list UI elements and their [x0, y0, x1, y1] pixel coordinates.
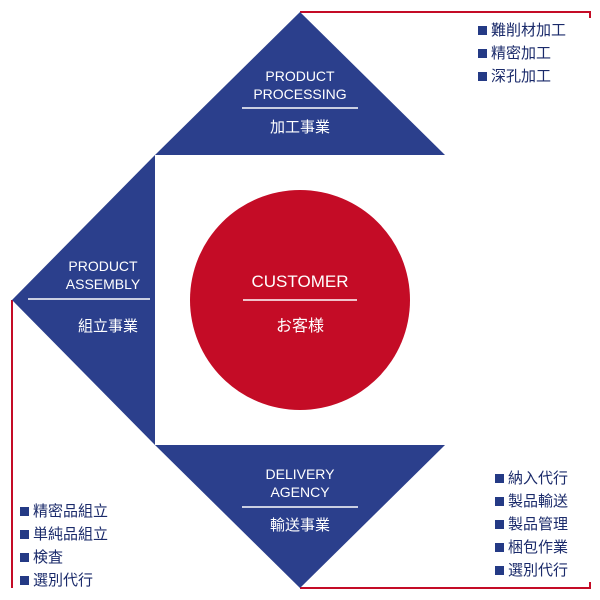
- square-bullet-icon: [495, 497, 504, 506]
- list-item: 精密品組立: [20, 500, 108, 523]
- list-item: 難削材加工: [478, 19, 566, 42]
- processing-triangle: [155, 12, 445, 155]
- square-bullet-icon: [20, 507, 29, 516]
- delivery-connector-line: [300, 582, 591, 589]
- customer-label-ja: お客様: [276, 316, 324, 335]
- list-item: 深孔加工: [478, 65, 566, 88]
- assembly-service-list: 精密品組立 単純品組立 検査 選別代行: [20, 500, 108, 592]
- processing-connector-line: [300, 11, 591, 13]
- assembly-shape: [12, 155, 155, 445]
- list-item: 選別代行: [495, 559, 568, 582]
- list-item: 検査: [20, 546, 108, 569]
- processing-label-en-line2: PROCESSING: [253, 86, 346, 102]
- list-item: 製品管理: [495, 513, 568, 536]
- square-bullet-icon: [478, 26, 487, 35]
- delivery-label-en-line2: AGENCY: [270, 484, 330, 500]
- delivery-triangle: [155, 445, 445, 588]
- list-item: 納入代行: [495, 467, 568, 490]
- processing-label-ja: 加工事業: [270, 118, 330, 136]
- square-bullet-icon: [495, 474, 504, 483]
- list-item: 選別代行: [20, 569, 108, 592]
- assembly-label-ja: 組立事業: [78, 317, 138, 335]
- delivery-label-en-line1: DELIVERY: [266, 466, 336, 482]
- square-bullet-icon: [20, 576, 29, 585]
- delivery-service-list: 納入代行 製品輸送 製品管理 梱包作業 選別代行: [495, 467, 568, 582]
- list-item: 精密加工: [478, 42, 566, 65]
- square-bullet-icon: [20, 553, 29, 562]
- processing-service-list: 難削材加工 精密加工 深孔加工: [478, 19, 566, 88]
- square-bullet-icon: [478, 72, 487, 81]
- customer-label-en: CUSTOMER: [252, 272, 349, 291]
- square-bullet-icon: [478, 49, 487, 58]
- square-bullet-icon: [495, 543, 504, 552]
- delivery-label-ja: 輸送事業: [270, 516, 330, 534]
- list-item: 製品輸送: [495, 490, 568, 513]
- list-item: 単純品組立: [20, 523, 108, 546]
- square-bullet-icon: [495, 520, 504, 529]
- assembly-label-en-line2: ASSEMBLY: [66, 276, 141, 292]
- square-bullet-icon: [495, 566, 504, 575]
- list-item: 梱包作業: [495, 536, 568, 559]
- assembly-label-en-line1: PRODUCT: [68, 258, 138, 274]
- processing-label-en-line1: PRODUCT: [265, 68, 335, 84]
- square-bullet-icon: [20, 530, 29, 539]
